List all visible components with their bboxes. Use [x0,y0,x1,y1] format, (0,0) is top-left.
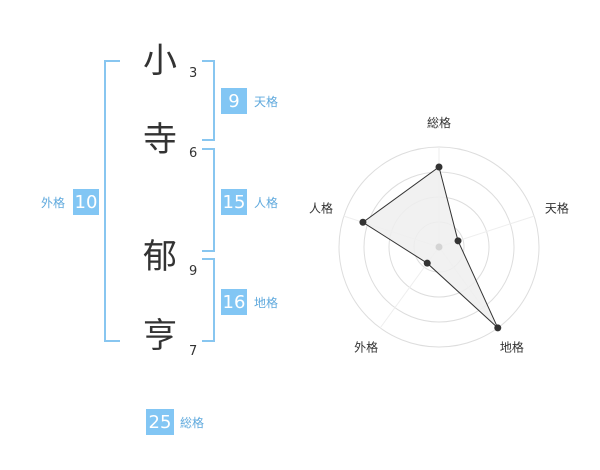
gaikaku-bracket [104,60,120,342]
radar-center-dot [435,243,443,251]
radar-point [435,163,443,171]
radar-axis-label: 総格 [427,115,451,130]
radar-point [359,218,367,226]
chikaku-value: 16 [221,289,247,315]
radar-axis-label: 人格 [309,201,333,216]
jinkaku-bracket [202,148,215,252]
soukaku-label: 総格 [180,416,205,430]
stroke-count-1: 3 [189,66,198,81]
radar-point [423,259,431,267]
name-char-1: 小 [143,41,177,81]
stroke-count-3: 9 [189,264,198,279]
tenkaku-bracket [202,60,215,141]
soukaku-value: 25 [146,409,174,435]
radar-axis-label: 天格 [545,201,569,216]
name-char-4: 亨 [143,316,177,356]
name-char-2: 寺 [143,120,177,160]
gaikaku-label: 外格 [41,196,66,210]
radar-point [494,324,502,332]
tenkaku-label: 天格 [254,95,279,109]
jinkaku-value: 15 [221,189,247,215]
radar-points [359,163,502,332]
radar-point [454,237,462,245]
chikaku-bracket [202,258,215,342]
tenkaku-value: 9 [221,88,247,114]
gaikaku-value: 10 [73,189,99,215]
stroke-count-4: 7 [189,344,198,359]
stroke-count-2: 6 [189,146,198,161]
name-char-3: 郁 [143,237,177,277]
radar-data-area [362,166,499,329]
radar-axis-label: 外格 [354,339,378,354]
radar-axis-label: 地格 [500,339,524,354]
chikaku-label: 地格 [254,296,279,310]
jinkaku-label: 人格 [254,196,279,210]
